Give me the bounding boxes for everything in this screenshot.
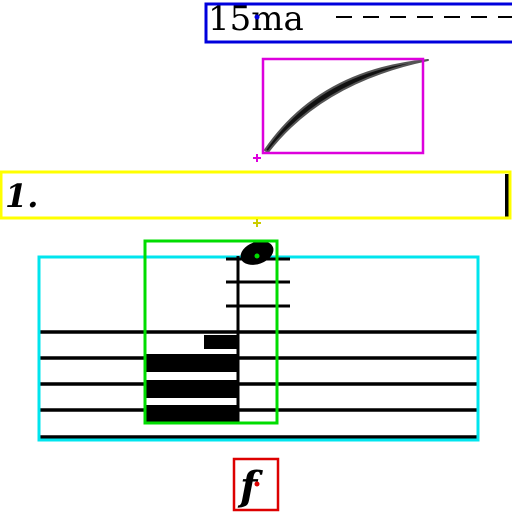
staff xyxy=(37,255,480,442)
ledger-lines xyxy=(226,257,290,308)
ottava-bounding-box[interactable] xyxy=(204,2,512,44)
chord-bounding-box[interactable] xyxy=(143,239,279,425)
volta-bracket: 1. xyxy=(0,170,512,227)
dynamic-anchor-point xyxy=(254,481,260,487)
volta-label: 1. xyxy=(5,177,38,215)
slur-curve xyxy=(264,59,429,153)
slur xyxy=(253,57,429,162)
ottava-label: 15ma xyxy=(208,0,304,39)
chord-anchor-point xyxy=(254,253,260,259)
ottava-anchor-point xyxy=(254,14,260,20)
slur-anchor-point xyxy=(253,154,261,162)
dynamic-bounding-box[interactable] xyxy=(232,457,280,512)
notehead-cluster xyxy=(146,380,238,398)
ottava-marking: 15ma xyxy=(204,0,512,44)
volta-anchor-point xyxy=(253,219,261,227)
staff-lines xyxy=(38,330,478,439)
staff-bounding-box[interactable] xyxy=(37,255,480,442)
notehead-cluster xyxy=(146,405,238,422)
dynamic-marking: f xyxy=(232,457,280,512)
chord xyxy=(143,239,290,425)
slur-bounding-box[interactable] xyxy=(261,57,425,155)
dynamic-label: f xyxy=(237,463,263,510)
volta-bounding-box[interactable] xyxy=(0,170,512,220)
notehead-cluster xyxy=(146,354,238,372)
notehead-cluster xyxy=(204,335,238,349)
notehead-top xyxy=(240,241,274,265)
